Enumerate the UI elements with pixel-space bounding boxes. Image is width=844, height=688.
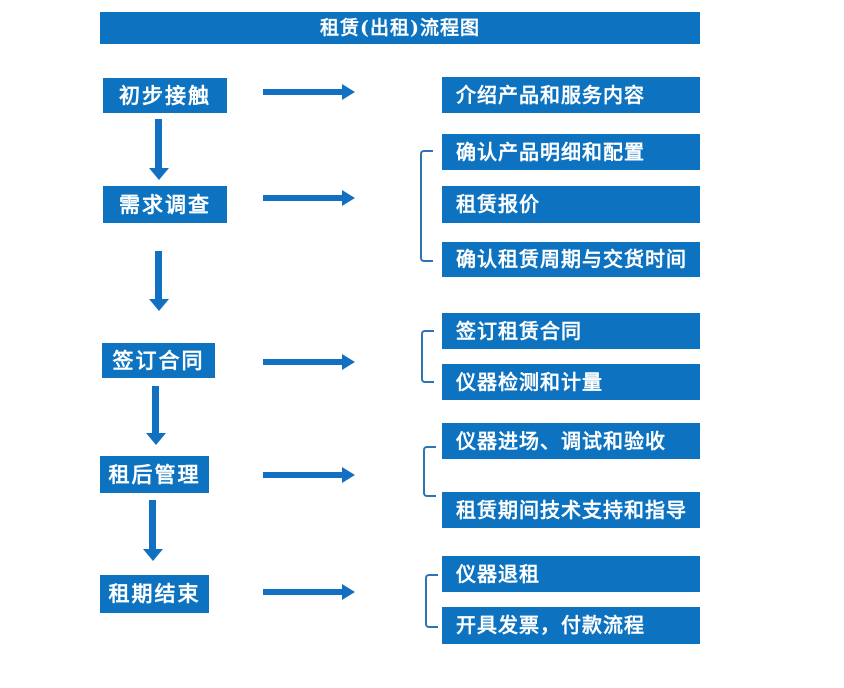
detail-instrument-return: 仪器退租: [442, 556, 700, 592]
detail-confirm-product-config: 确认产品明细和配置: [442, 134, 700, 170]
group-bracket: [420, 150, 433, 262]
down-arrow-icon: [143, 500, 163, 561]
right-arrow-icon: [263, 467, 355, 483]
stage-initial-contact: 初步接触: [103, 78, 227, 113]
stage-post-rental-management: 租后管理: [100, 456, 209, 493]
detail-rental-quote: 租赁报价: [442, 186, 700, 223]
stage-demand-survey: 需求调查: [103, 186, 227, 223]
stage-sign-contract: 签订合同: [102, 343, 215, 378]
detail-tech-support-guidance: 租赁期间技术支持和指导: [442, 492, 700, 528]
down-arrow-icon: [146, 386, 166, 445]
group-bracket: [423, 446, 436, 497]
group-bracket: [421, 330, 434, 383]
right-arrow-icon: [263, 84, 355, 100]
right-arrow-icon: [263, 190, 355, 206]
down-arrow-icon: [149, 251, 169, 311]
detail-confirm-period-delivery: 确认租赁周期与交货时间: [442, 242, 700, 277]
detail-instrument-test-calibrate: 仪器检测和计量: [442, 364, 700, 400]
group-bracket: [425, 574, 438, 628]
right-arrow-icon: [263, 584, 355, 600]
right-arrow-icon: [263, 354, 355, 370]
stage-rental-end: 租期结束: [100, 575, 209, 613]
detail-sign-rental-contract: 签订租赁合同: [442, 313, 700, 349]
down-arrow-icon: [149, 119, 169, 180]
flowchart-title: 租赁(出租)流程图: [100, 12, 700, 44]
detail-instrument-setup-acceptance: 仪器进场、调试和验收: [442, 423, 700, 459]
detail-introduce-products-services: 介绍产品和服务内容: [442, 77, 700, 113]
detail-invoice-payment: 开具发票，付款流程: [442, 607, 700, 644]
